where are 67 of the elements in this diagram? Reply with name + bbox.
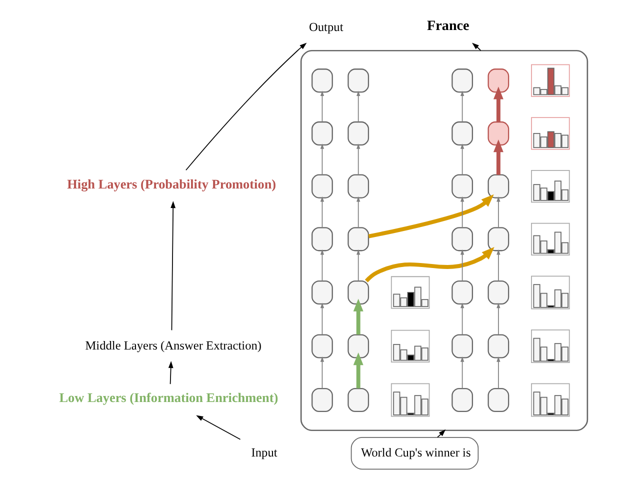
arrow: [356, 196, 360, 228]
node-box: [452, 334, 474, 358]
arrow: [320, 249, 324, 282]
arrow: [368, 194, 494, 238]
arrow: [320, 90, 324, 122]
arrow: [460, 196, 464, 228]
node-box: [488, 174, 510, 198]
node-box: [312, 227, 333, 252]
node-box: [488, 334, 510, 358]
node-box: [348, 388, 370, 412]
node-box: [312, 174, 333, 198]
arrow: [356, 249, 360, 282]
node-box: [488, 388, 510, 412]
arrow: [496, 196, 500, 228]
node-box: [488, 68, 510, 93]
arrow: [320, 196, 324, 228]
node-text: France: [427, 18, 470, 34]
arrow: [460, 90, 464, 122]
arrow: [320, 302, 324, 336]
node-box: [488, 280, 510, 305]
node-box: [452, 68, 474, 93]
node-box: [312, 334, 333, 358]
node-box: [452, 227, 474, 252]
node-box: [312, 280, 333, 305]
node-box: World Cup's winner is: [350, 436, 479, 470]
node-box: [348, 121, 370, 146]
arrow: [353, 352, 364, 388]
arrow: [320, 144, 324, 176]
node-text: Middle Layers (Answer Extraction): [85, 338, 262, 352]
node-box: [488, 227, 510, 252]
arrow: [170, 200, 176, 331]
arrow: [460, 302, 464, 336]
node-text: Low Layers (Information Enrichment): [59, 390, 278, 406]
arrow: [493, 86, 504, 122]
arrow: [460, 249, 464, 282]
node-box: [348, 334, 370, 358]
node-box: [348, 174, 370, 198]
arrow: [460, 144, 464, 176]
node-box: [348, 68, 370, 93]
node-box: [348, 227, 370, 252]
arrow: [356, 90, 360, 122]
arrow: [168, 360, 174, 384]
arrow: [356, 144, 360, 176]
node-box: [312, 68, 333, 93]
arrow: [493, 139, 504, 175]
arrow: [364, 247, 494, 282]
node-text: High Layers (Probability Promotion): [67, 176, 276, 192]
node-box: [452, 388, 474, 412]
arrow: [437, 429, 446, 438]
arrow: [496, 249, 500, 282]
node-box: [452, 174, 474, 198]
arrow: [196, 415, 241, 440]
node-box: [348, 280, 370, 305]
arrow: [353, 298, 364, 335]
node-text: Output: [309, 20, 344, 34]
node-text: Input: [251, 446, 278, 460]
node-box: [452, 121, 474, 146]
arrow: [496, 302, 500, 336]
arrow: [186, 42, 307, 171]
node-box: [312, 121, 333, 146]
arrow: [496, 356, 500, 389]
arrow: [320, 356, 324, 389]
arrow: [460, 356, 464, 389]
node-box: [312, 388, 333, 412]
node-box: [452, 280, 474, 305]
node-box: [488, 121, 510, 146]
cluster: [300, 50, 588, 432]
